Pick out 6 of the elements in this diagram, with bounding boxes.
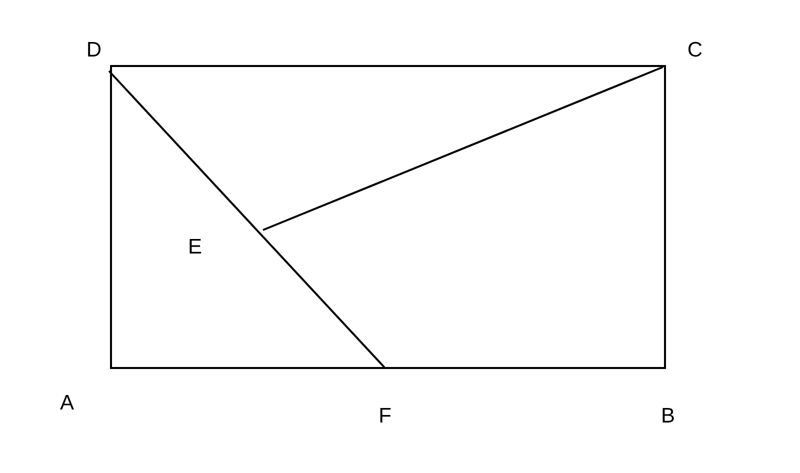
point-label: B: [661, 406, 675, 426]
point-label: A: [60, 392, 74, 414]
point-label: C: [687, 40, 703, 60]
point-label: E: [188, 236, 202, 258]
point-label: F: [378, 406, 392, 426]
point-label: D: [86, 40, 102, 60]
